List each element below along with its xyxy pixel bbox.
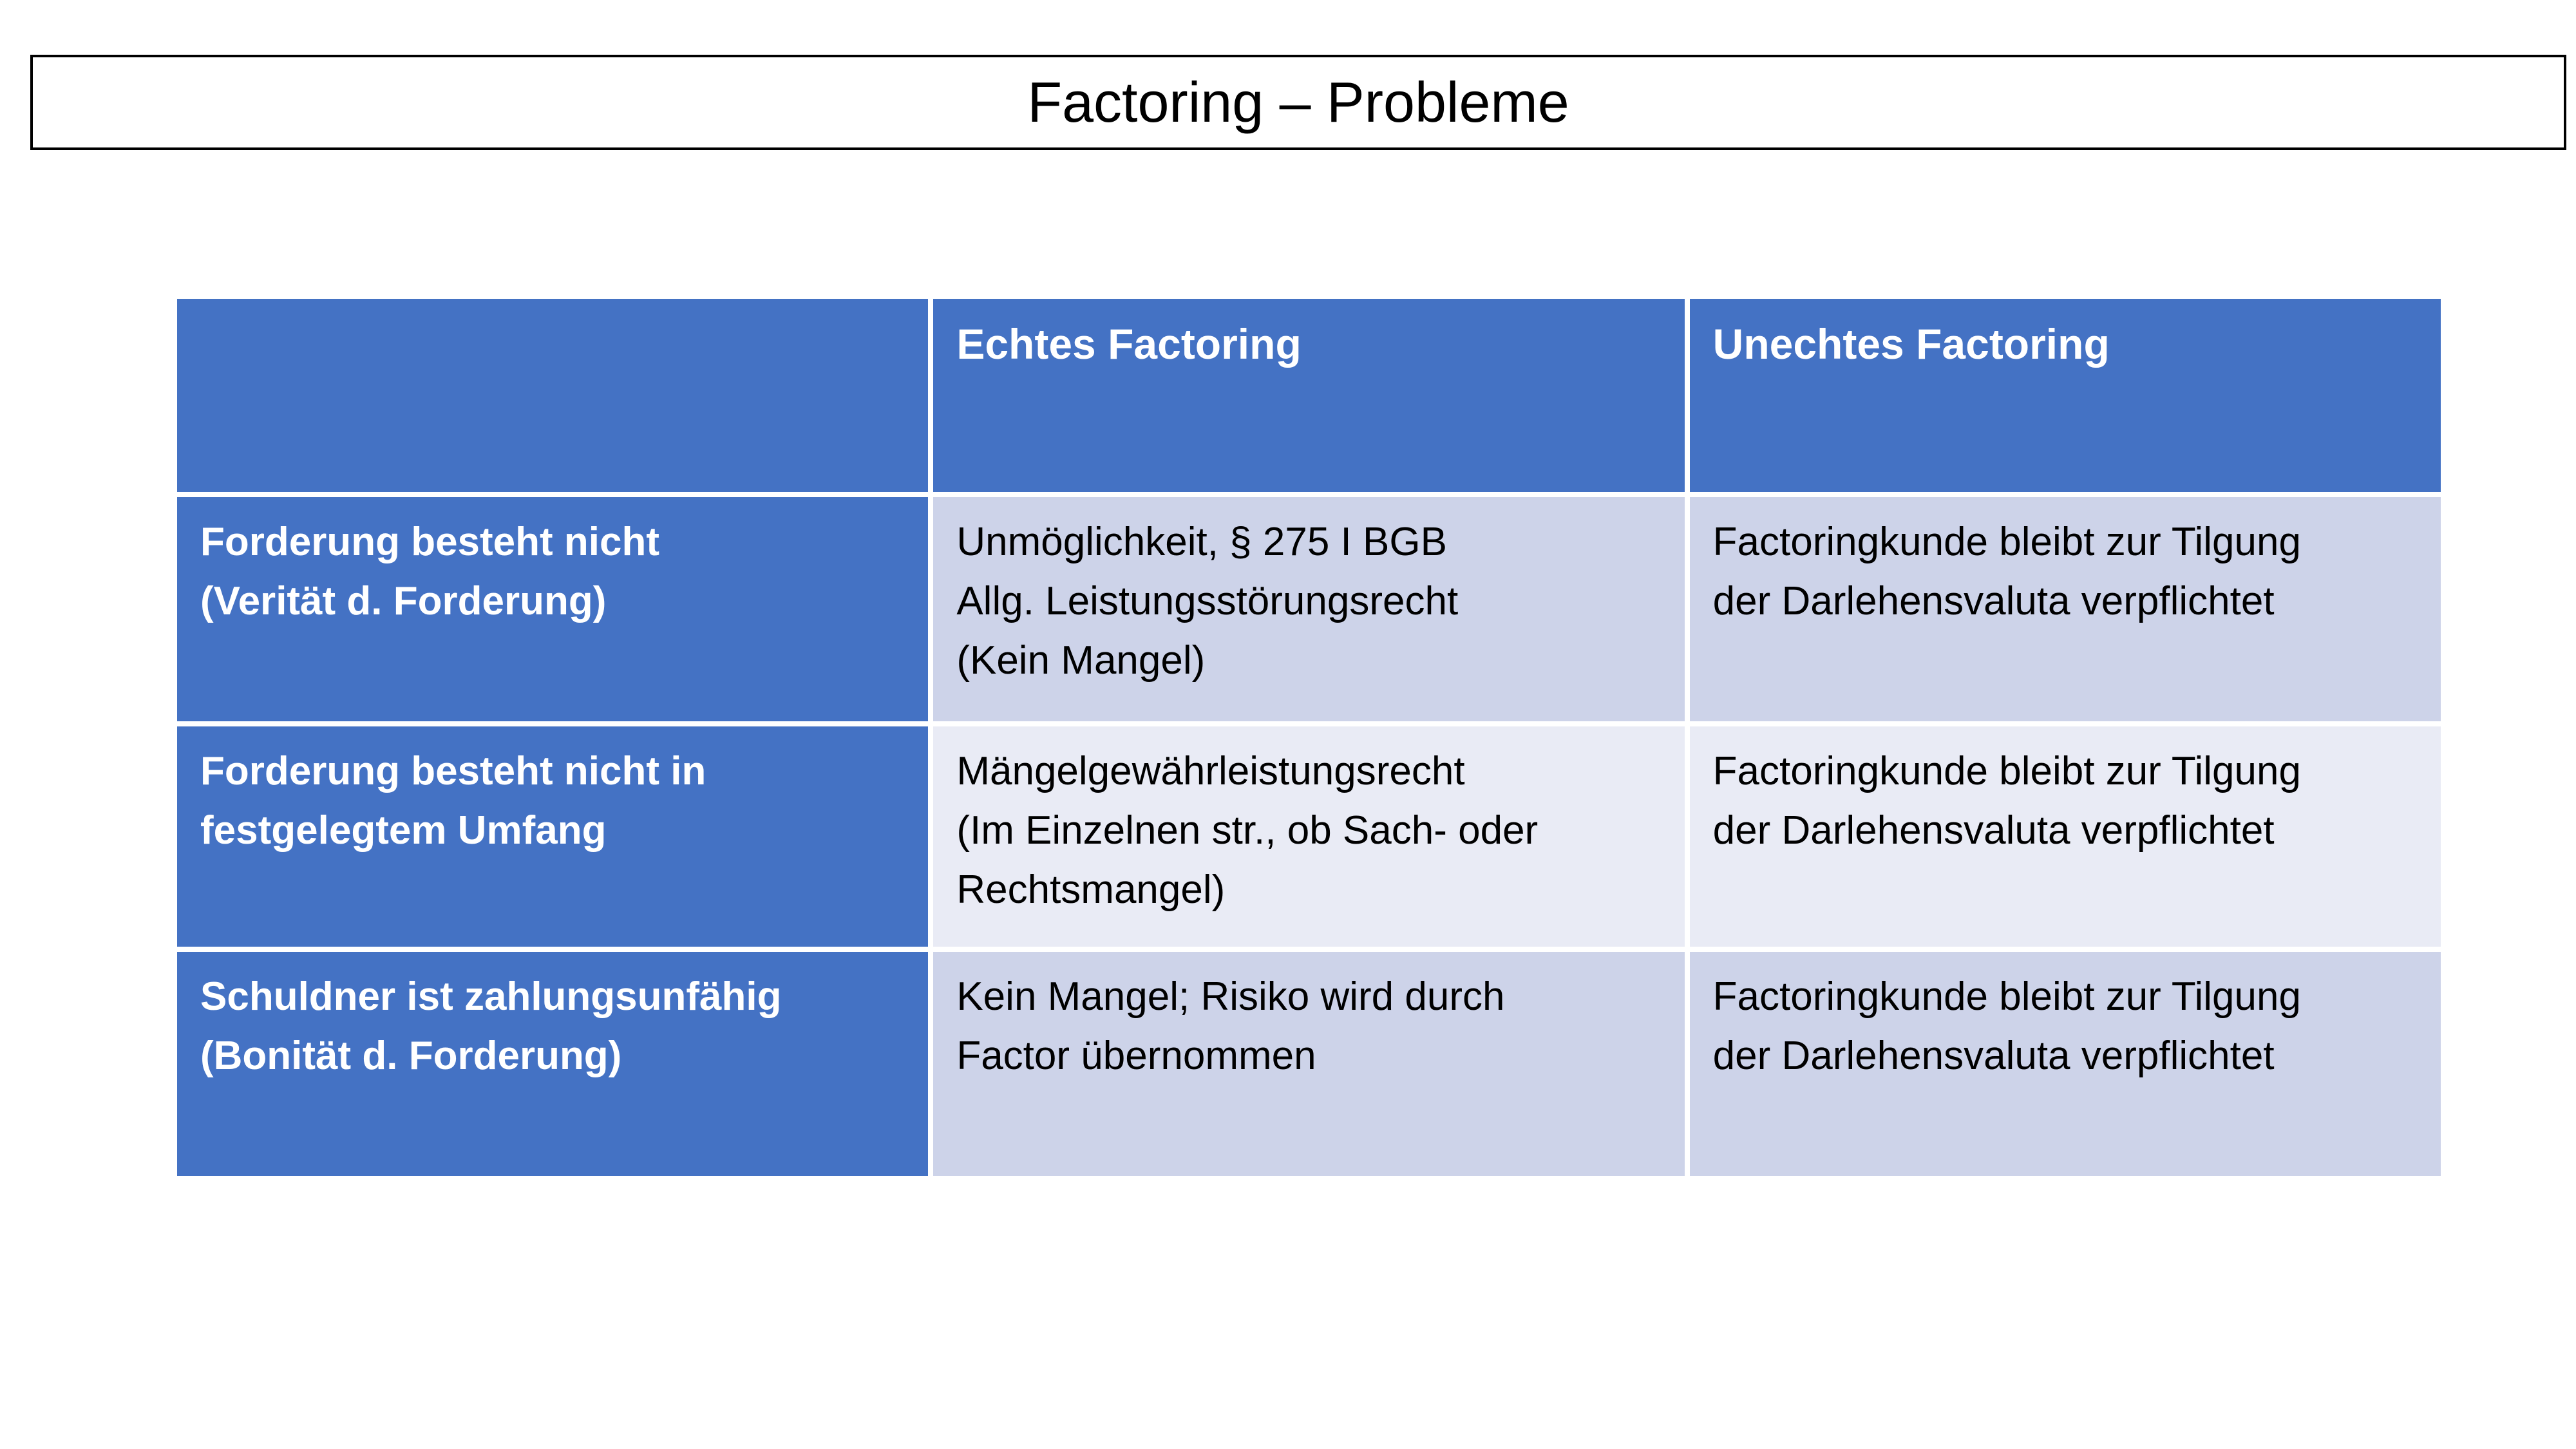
row-header-cell: Forderung besteht nicht (Verität d. Ford… bbox=[171, 492, 934, 726]
slide-title-box: Factoring – Probleme bbox=[30, 55, 2566, 150]
page-title: Factoring – Probleme bbox=[1027, 70, 1569, 134]
factoring-table-container: Echtes Factoring Unechtes Factoring Ford… bbox=[171, 294, 2447, 1181]
data-cell: Kein Mangel; Risiko wird durch Factor üb… bbox=[928, 947, 1690, 1181]
table-row: Schuldner ist zahlungsunfähig (Bonität d… bbox=[171, 947, 2447, 1181]
data-cell: Factoringkunde bleibt zur Tilgung der Da… bbox=[1684, 492, 2447, 726]
table-row: Forderung besteht nicht (Verität d. Ford… bbox=[171, 492, 2447, 726]
data-cell: Unmöglichkeit, § 275 I BGB Allg. Leistun… bbox=[928, 492, 1690, 726]
data-cell: Factoringkunde bleibt zur Tilgung der Da… bbox=[1684, 947, 2447, 1181]
corner-header-cell bbox=[171, 294, 934, 497]
column-header-echtes-factoring: Echtes Factoring bbox=[928, 294, 1690, 497]
row-header-cell: Forderung besteht nicht in festgelegtem … bbox=[171, 721, 934, 952]
row-header-cell: Schuldner ist zahlungsunfähig (Bonität d… bbox=[171, 947, 934, 1181]
factoring-comparison-table: Echtes Factoring Unechtes Factoring Ford… bbox=[171, 294, 2447, 1181]
column-header-unechtes-factoring: Unechtes Factoring bbox=[1684, 294, 2447, 497]
table-row: Forderung besteht nicht in festgelegtem … bbox=[171, 721, 2447, 952]
data-cell: Mängelgewährleistungsrecht (Im Einzelnen… bbox=[928, 721, 1690, 952]
data-cell: Factoringkunde bleibt zur Tilgung der Da… bbox=[1684, 721, 2447, 952]
header-row: Echtes Factoring Unechtes Factoring bbox=[171, 294, 2447, 497]
